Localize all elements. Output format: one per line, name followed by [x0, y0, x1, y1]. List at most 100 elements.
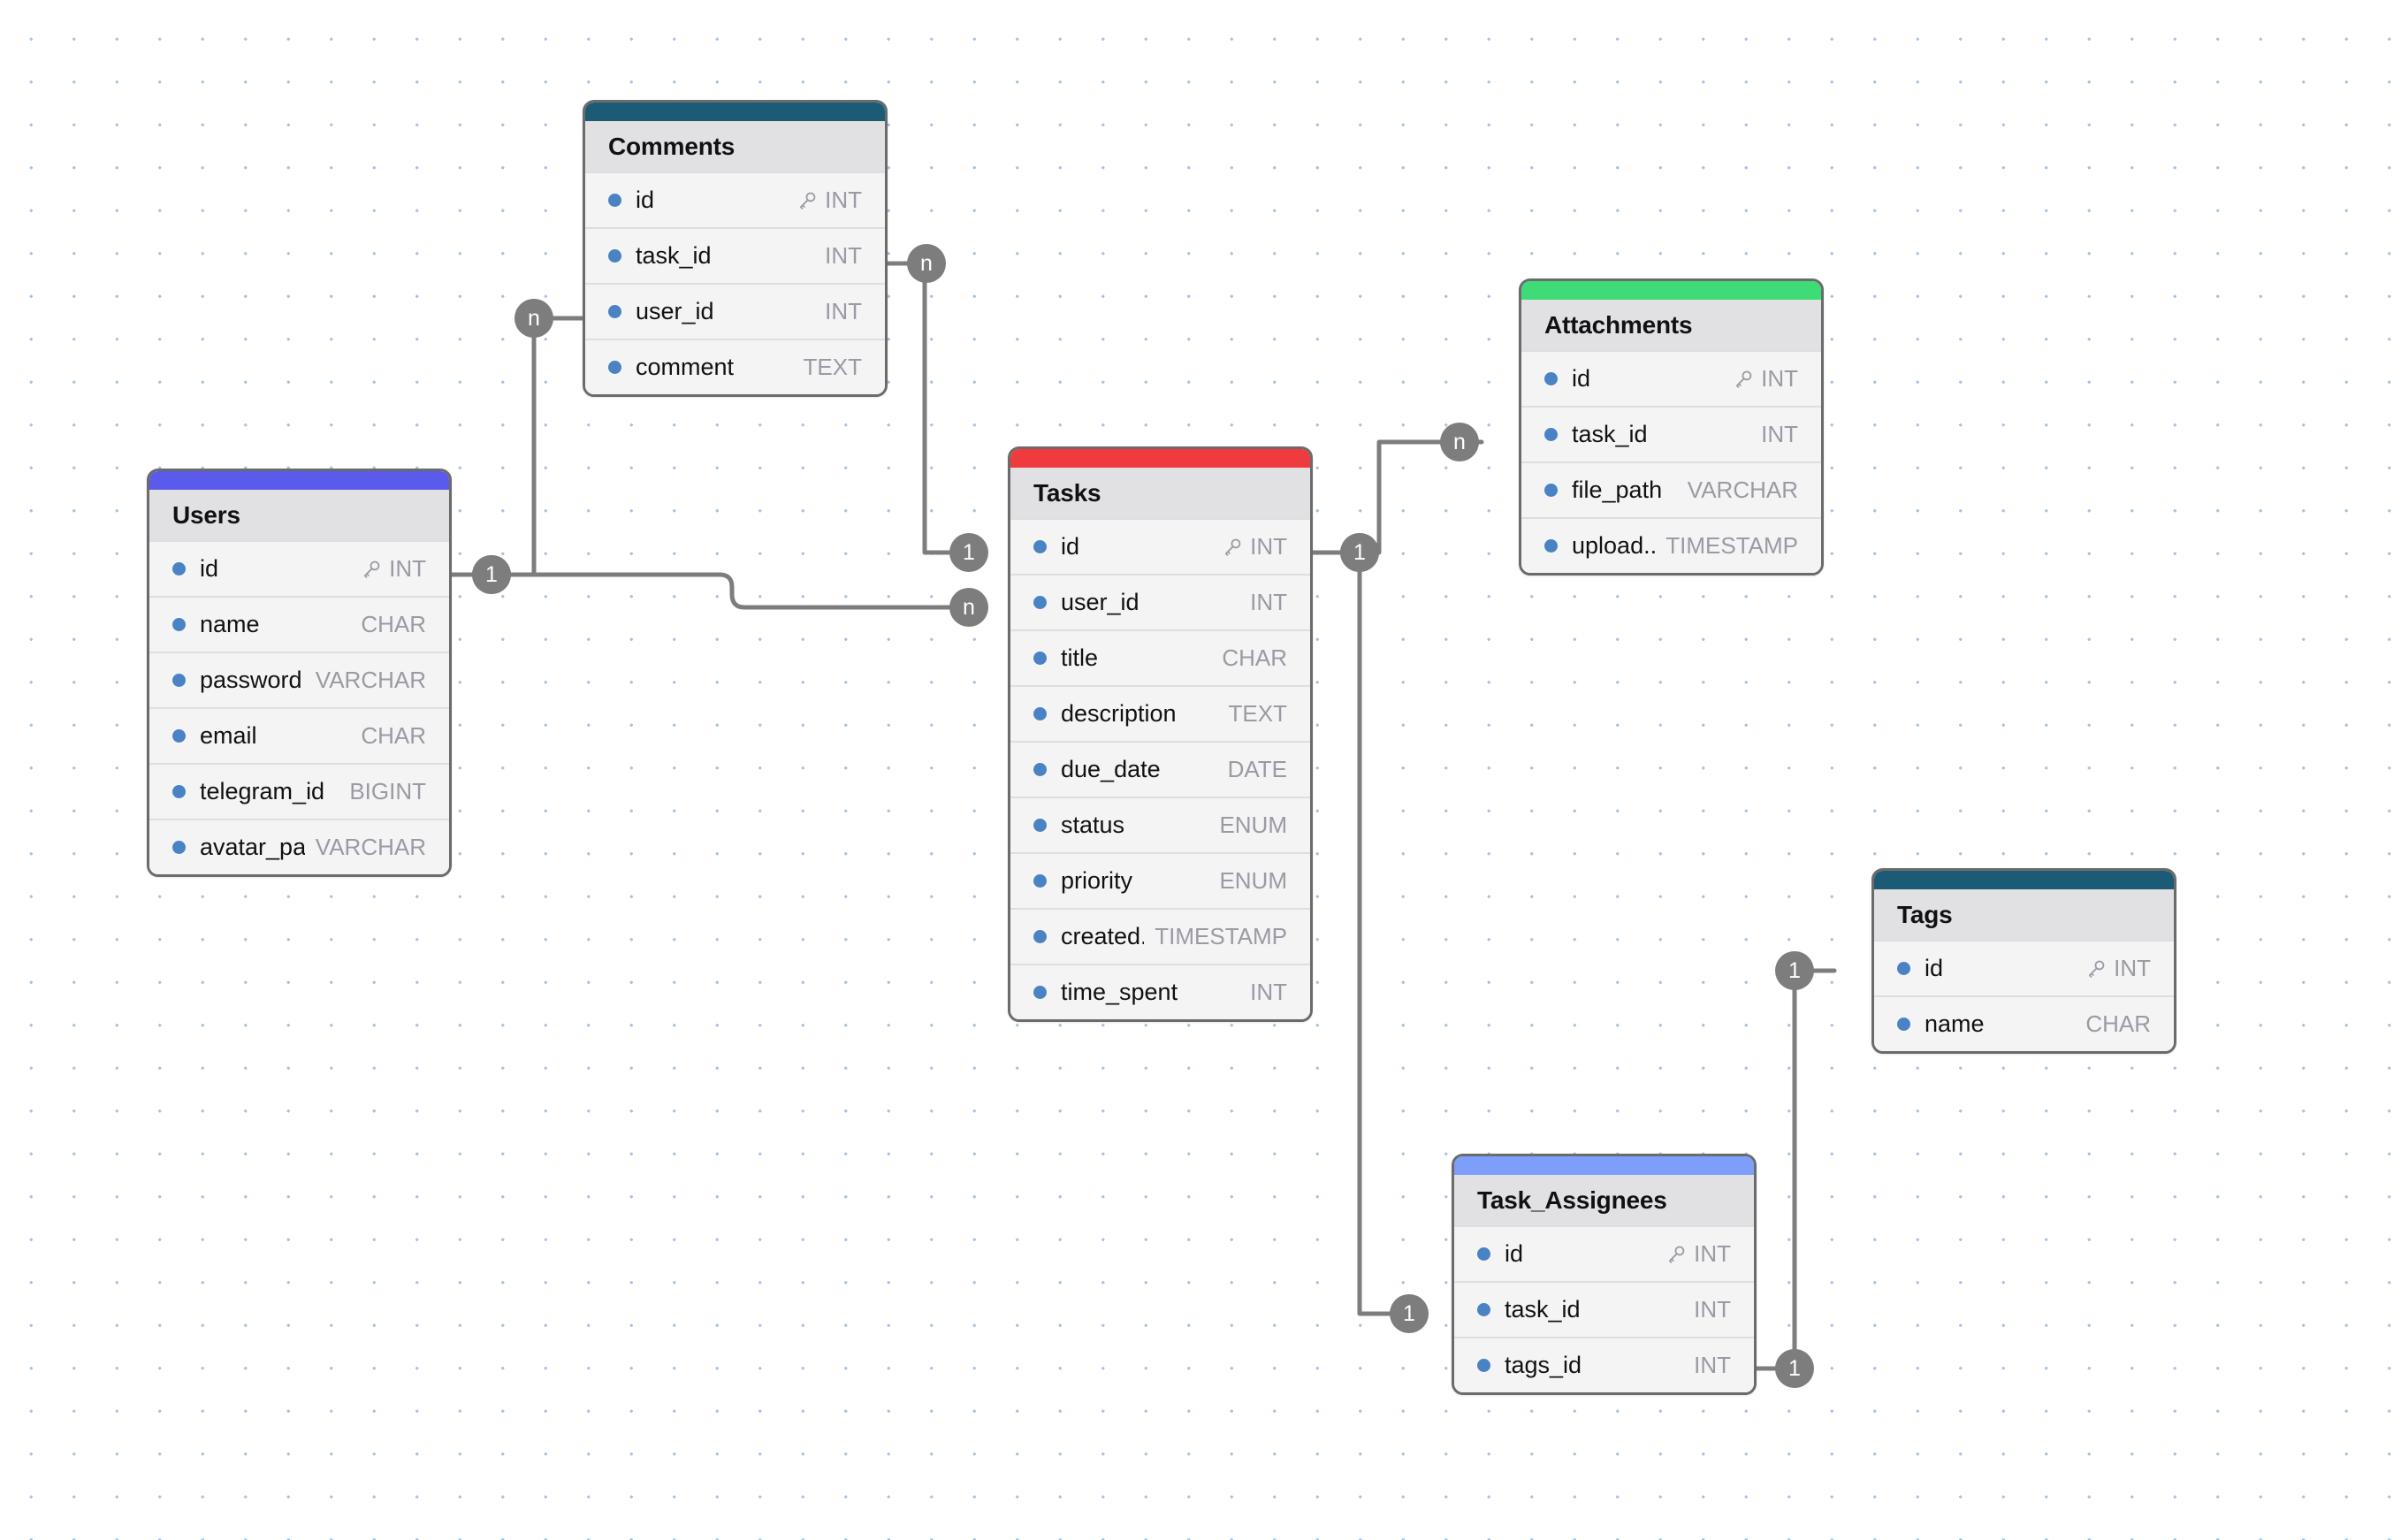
field-type: ENUM — [1219, 812, 1287, 838]
field-meta: CHAR — [2075, 1010, 2151, 1038]
table-title: Tags — [1874, 889, 2174, 940]
table-title: Users — [149, 490, 449, 540]
field-meta: CHAR — [1211, 644, 1287, 672]
field-name: status — [1061, 812, 1125, 838]
field-name: telegram_id — [200, 778, 325, 804]
field-bullet-icon — [1033, 930, 1047, 943]
cardinality-badge[interactable]: n — [1440, 423, 1479, 461]
field-bullet-icon — [608, 361, 621, 374]
table-field-row[interactable]: description TEXT — [1010, 685, 1310, 741]
field-type: INT — [1761, 421, 1798, 447]
field-name: file_path — [1572, 476, 1663, 503]
field-bullet-icon — [1033, 540, 1047, 553]
primary-key-icon — [2089, 960, 2105, 978]
field-name: priority — [1061, 867, 1133, 894]
table-field-row[interactable]: id INT — [1874, 940, 2174, 995]
relationship-edge-assignees-tags[interactable] — [1754, 968, 1837, 1371]
field-meta: TEXT — [793, 354, 862, 381]
field-type: CHAR — [1222, 644, 1287, 671]
table-field-row[interactable]: created...TIMESTAMP — [1010, 908, 1310, 964]
field-meta: ENUM — [1208, 867, 1287, 895]
field-meta: INT — [1683, 1352, 1731, 1379]
cardinality-badge[interactable]: 1 — [472, 555, 511, 594]
table-field-row[interactable]: avatar_pa...VARCHAR — [149, 819, 449, 874]
table-title: Comments — [585, 121, 885, 172]
field-meta: VARCHAR — [305, 834, 426, 861]
field-meta: TEXT — [1218, 700, 1287, 728]
field-meta: INT — [1239, 979, 1287, 1006]
field-bullet-icon — [1033, 652, 1047, 665]
field-name: avatar_pa... — [200, 834, 305, 860]
table-field-row[interactable]: priority ENUM — [1010, 852, 1310, 908]
field-meta: ENUM — [1208, 812, 1287, 839]
field-name: description — [1061, 700, 1177, 727]
field-meta: INT — [1655, 1240, 1731, 1268]
field-type: INT — [1694, 1240, 1731, 1267]
cardinality-badge[interactable]: 1 — [1340, 533, 1379, 572]
field-type: VARCHAR — [1687, 476, 1798, 503]
field-bullet-icon — [1033, 874, 1047, 888]
cardinality-badge[interactable]: 1 — [1775, 951, 1814, 990]
cardinality-badge[interactable]: 1 — [949, 533, 988, 572]
field-meta: INT — [1722, 365, 1798, 393]
table-field-row[interactable]: title CHAR — [1010, 629, 1310, 685]
field-meta: INT — [1683, 1296, 1731, 1323]
field-meta: INT — [786, 187, 862, 214]
field-meta: CHAR — [350, 722, 426, 750]
cardinality-badge[interactable]: 1 — [1390, 1294, 1429, 1333]
table-field-row[interactable]: file_path VARCHAR — [1521, 461, 1821, 517]
cardinality-badge[interactable]: n — [907, 244, 946, 283]
cardinality-badge[interactable]: n — [514, 299, 553, 338]
field-meta: INT — [2075, 955, 2151, 982]
table-field-row[interactable]: status ENUM — [1010, 797, 1310, 852]
field-type: CHAR — [361, 722, 426, 749]
relationship-edge-comments-tasks[interactable] — [885, 261, 972, 555]
relationship-edge-users-tasks[interactable] — [449, 572, 972, 610]
field-meta: INT — [814, 298, 862, 325]
field-name: upload... — [1572, 532, 1656, 559]
relationship-edge-comments-users[interactable] — [469, 316, 585, 577]
cardinality-badge[interactable]: n — [949, 588, 988, 627]
field-bullet-icon — [172, 841, 186, 854]
field-name: title — [1061, 644, 1099, 671]
field-name: task_id — [636, 242, 712, 269]
field-bullet-icon — [172, 618, 186, 631]
field-bullet-icon — [1033, 763, 1047, 776]
table-title: Task_Assignees — [1454, 1175, 1754, 1225]
table-accent-bar — [1454, 1156, 1754, 1175]
cardinality-badge[interactable]: 1 — [1775, 1349, 1814, 1388]
field-name: id — [1925, 955, 1944, 981]
relationship-edge-tasks-assignees[interactable] — [1357, 569, 1417, 1316]
field-bullet-icon — [1544, 484, 1558, 497]
field-name: due_date — [1061, 756, 1161, 782]
field-bullet-icon — [172, 562, 186, 576]
field-meta: INT — [1211, 533, 1287, 560]
table-field-row[interactable]: upload...TIMESTAMP — [1521, 517, 1821, 573]
